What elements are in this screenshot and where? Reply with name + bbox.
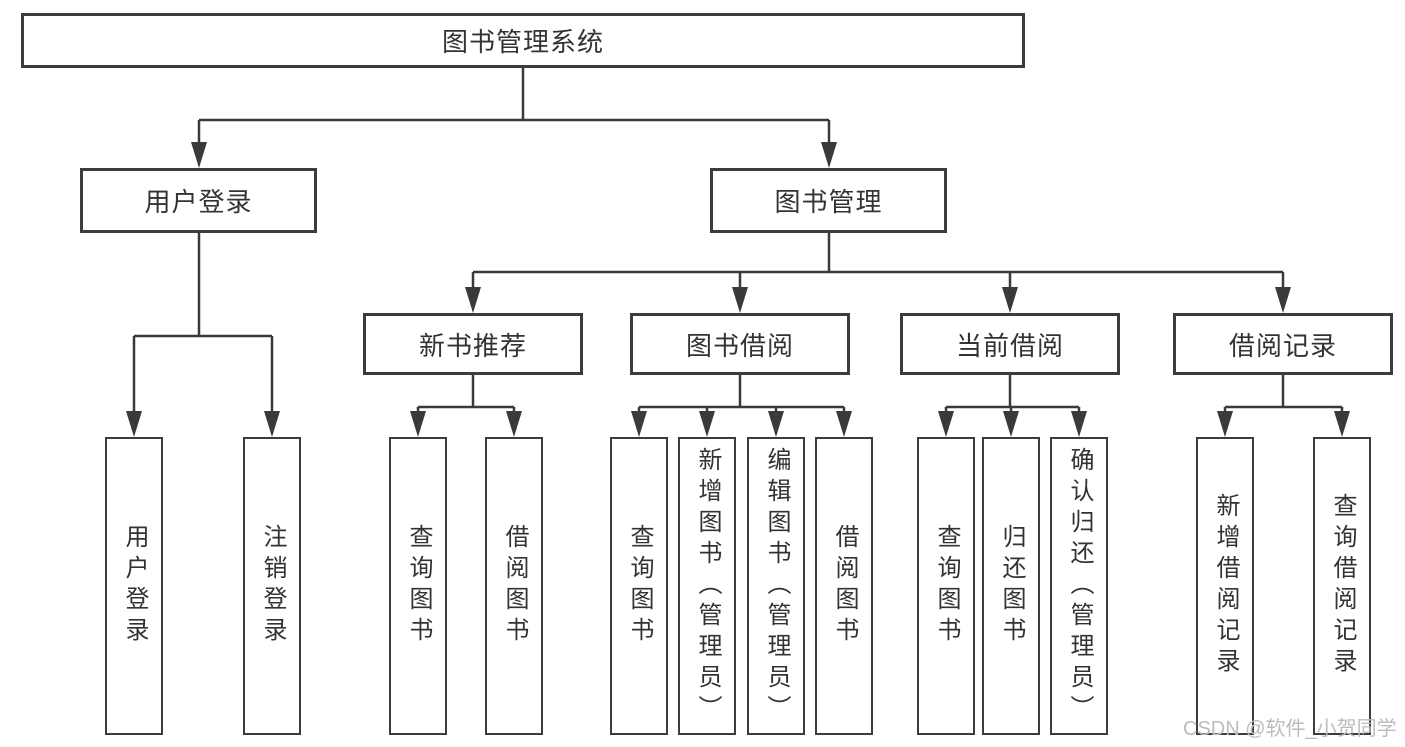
edge-book-borrowing-to-leaves — [631, 375, 852, 437]
leaf-confirm-return-admin-label: 确认归还（管理员） — [1066, 446, 1093, 726]
node-user-login-group: 用户登录 — [80, 168, 317, 233]
node-book-management-label: 图书管理 — [774, 187, 883, 217]
leaf-borrow-books-borrowing: 借阅图书 — [815, 437, 873, 735]
leaf-return-books: 归还图书 — [982, 437, 1040, 735]
leaf-add-book-admin-label: 新增图书（管理员） — [694, 446, 721, 726]
node-new-book-recommendation: 新书推荐 — [363, 313, 583, 375]
edge-book-mgmt-to-level3 — [465, 233, 1291, 313]
leaf-confirm-return-admin: 确认归还（管理员） — [1050, 437, 1108, 735]
leaf-edit-book-admin: 编辑图书（管理员） — [747, 437, 805, 735]
node-root-label: 图书管理系统 — [441, 27, 604, 57]
edge-user-login-to-leaves — [126, 233, 280, 437]
edge-current-borrowing-to-leaves — [938, 375, 1087, 437]
leaf-return-books-label: 归还图书 — [998, 524, 1025, 648]
csdn-watermark: CSDN @软件_小贺同学 — [1183, 718, 1397, 740]
leaf-logout: 注销登录 — [243, 437, 301, 735]
leaf-add-book-admin: 新增图书（管理员） — [678, 437, 736, 735]
node-root: 图书管理系统 — [21, 13, 1025, 68]
leaf-query-books-borrowing: 查询图书 — [610, 437, 668, 735]
edge-new-book-to-leaves — [410, 375, 522, 437]
node-new-book-recommendation-label: 新书推荐 — [418, 330, 527, 361]
leaf-add-borrow-record-label: 新增借阅记录 — [1212, 493, 1239, 679]
leaf-query-books-current: 查询图书 — [917, 437, 975, 735]
leaf-query-books-borrowing-label: 查询图书 — [626, 524, 653, 648]
leaf-logout-label: 注销登录 — [259, 524, 286, 648]
leaf-query-borrow-record-label: 查询借阅记录 — [1329, 493, 1356, 679]
leaf-query-borrow-record: 查询借阅记录 — [1313, 437, 1371, 735]
node-user-login-group-label: 用户登录 — [144, 187, 253, 217]
leaf-edit-book-admin-label: 编辑图书（管理员） — [763, 446, 790, 726]
leaf-query-books-current-label: 查询图书 — [933, 524, 960, 648]
node-book-borrowing: 图书借阅 — [630, 313, 850, 375]
leaf-borrow-books-recommend-label: 借阅图书 — [501, 524, 528, 648]
node-book-management: 图书管理 — [710, 168, 947, 233]
leaf-borrow-books-borrowing-label: 借阅图书 — [831, 524, 858, 648]
node-current-borrowing: 当前借阅 — [900, 313, 1120, 375]
leaf-query-books-recommend-label: 查询图书 — [405, 524, 432, 648]
edge-borrow-records-to-leaves — [1217, 375, 1350, 437]
leaf-user-login-label: 用户登录 — [121, 524, 148, 648]
node-book-borrowing-label: 图书借阅 — [685, 330, 794, 361]
leaf-user-login: 用户登录 — [105, 437, 163, 735]
leaf-borrow-books-recommend: 借阅图书 — [485, 437, 543, 735]
node-borrowing-records: 借阅记录 — [1173, 313, 1393, 375]
node-current-borrowing-label: 当前借阅 — [955, 330, 1064, 361]
edge-root-to-level2 — [191, 68, 837, 168]
node-borrowing-records-label: 借阅记录 — [1228, 330, 1337, 361]
leaf-query-books-recommend: 查询图书 — [389, 437, 447, 735]
leaf-add-borrow-record: 新增借阅记录 — [1196, 437, 1254, 735]
